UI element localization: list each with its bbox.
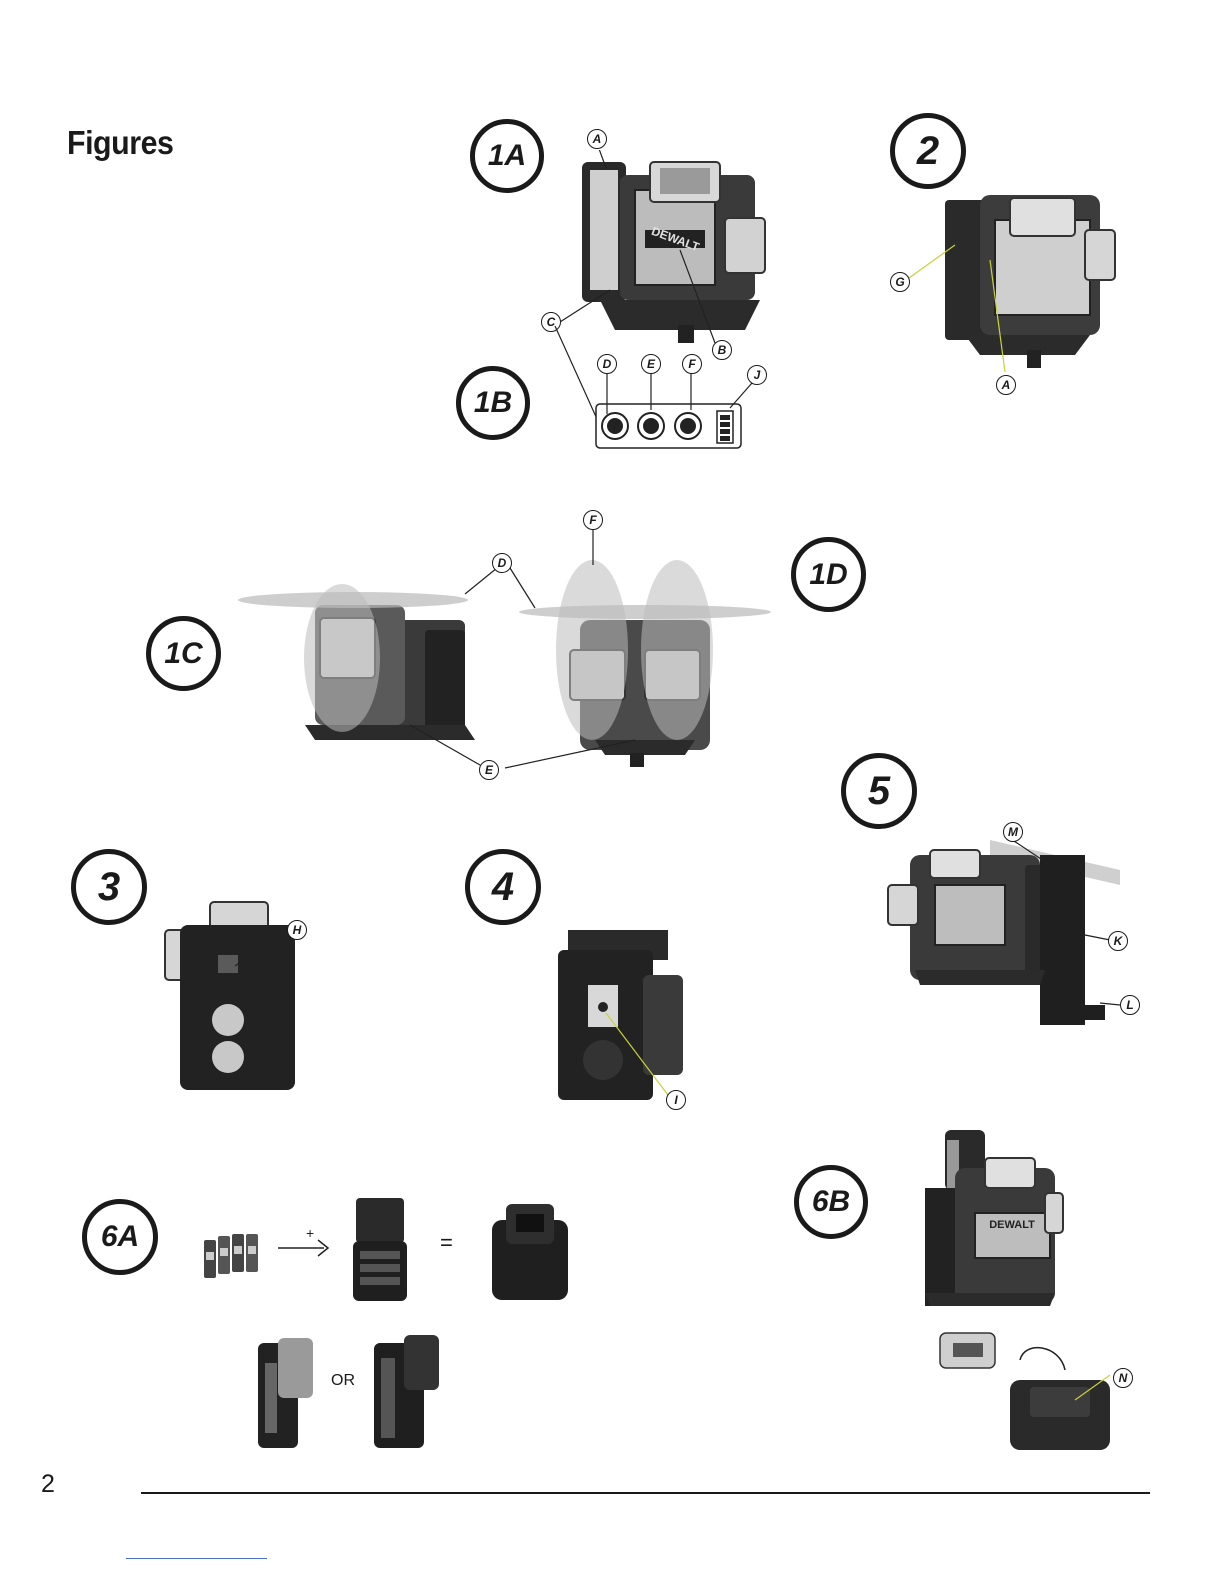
figure-6a-label: 6A: [82, 1199, 158, 1275]
page-title: Figures: [67, 124, 173, 162]
figure-2-label: 2: [890, 113, 966, 189]
battery-indicator-icon: [540, 318, 760, 453]
svg-text:+: +: [306, 1226, 314, 1241]
figure-1a-label: 1A: [470, 119, 544, 193]
laser-level-battery-insert-icon: DEWALT: [915, 1128, 1065, 1313]
callout-d: D: [597, 354, 617, 374]
arrow-right-icon: +: [276, 1226, 331, 1258]
laser-level-bracket-mount-icon: [548, 925, 693, 1115]
battery-adapter-open-icon: [350, 1196, 410, 1306]
laser-plane-icon: [235, 510, 780, 790]
callout-e: E: [641, 354, 661, 374]
charger-icon: [935, 1325, 1135, 1455]
figure-1c-label: 1C: [146, 616, 221, 691]
figure-1b-label: 1B: [456, 366, 530, 440]
battery-pack-side-icon-2: [369, 1333, 444, 1451]
callout-m: M: [1003, 822, 1023, 842]
callout-f: F: [682, 354, 702, 374]
page-number: 2: [41, 1470, 55, 1499]
callout-j: J: [747, 365, 767, 385]
figure-6b-label: 6B: [794, 1165, 868, 1239]
callout-a: A: [587, 129, 607, 149]
callout-n: N: [1113, 1368, 1133, 1388]
callout-i: I: [666, 1090, 686, 1110]
callout-l: L: [1120, 995, 1140, 1015]
callout-f-fig1c: F: [583, 510, 603, 530]
callout-d-fig1c: D: [492, 553, 512, 573]
svg-text:DEWALT: DEWALT: [989, 1219, 1035, 1231]
battery-pack-icon: [488, 1200, 573, 1305]
equals-sign: =: [440, 1230, 453, 1256]
laser-level-bracket-icon: [895, 190, 1125, 380]
battery-pack-side-icon: [253, 1333, 318, 1451]
footer-link-underline: [126, 1558, 267, 1559]
footer-rule: [141, 1492, 1150, 1494]
figure-3-label: 3: [71, 849, 147, 925]
callout-a-fig2: A: [996, 375, 1016, 395]
figure-4-label: 4: [465, 849, 541, 925]
figure-1d-label: 1D: [791, 537, 866, 612]
callout-e-fig1c: E: [479, 760, 499, 780]
callout-h: H: [287, 920, 307, 940]
callout-g: G: [890, 272, 910, 292]
laser-level-wall-mount-icon: [880, 825, 1145, 1035]
or-label: OR: [331, 1372, 355, 1390]
figure-5-label: 5: [841, 753, 917, 829]
aa-battery-icon: [200, 1230, 270, 1282]
callout-k: K: [1108, 931, 1128, 951]
